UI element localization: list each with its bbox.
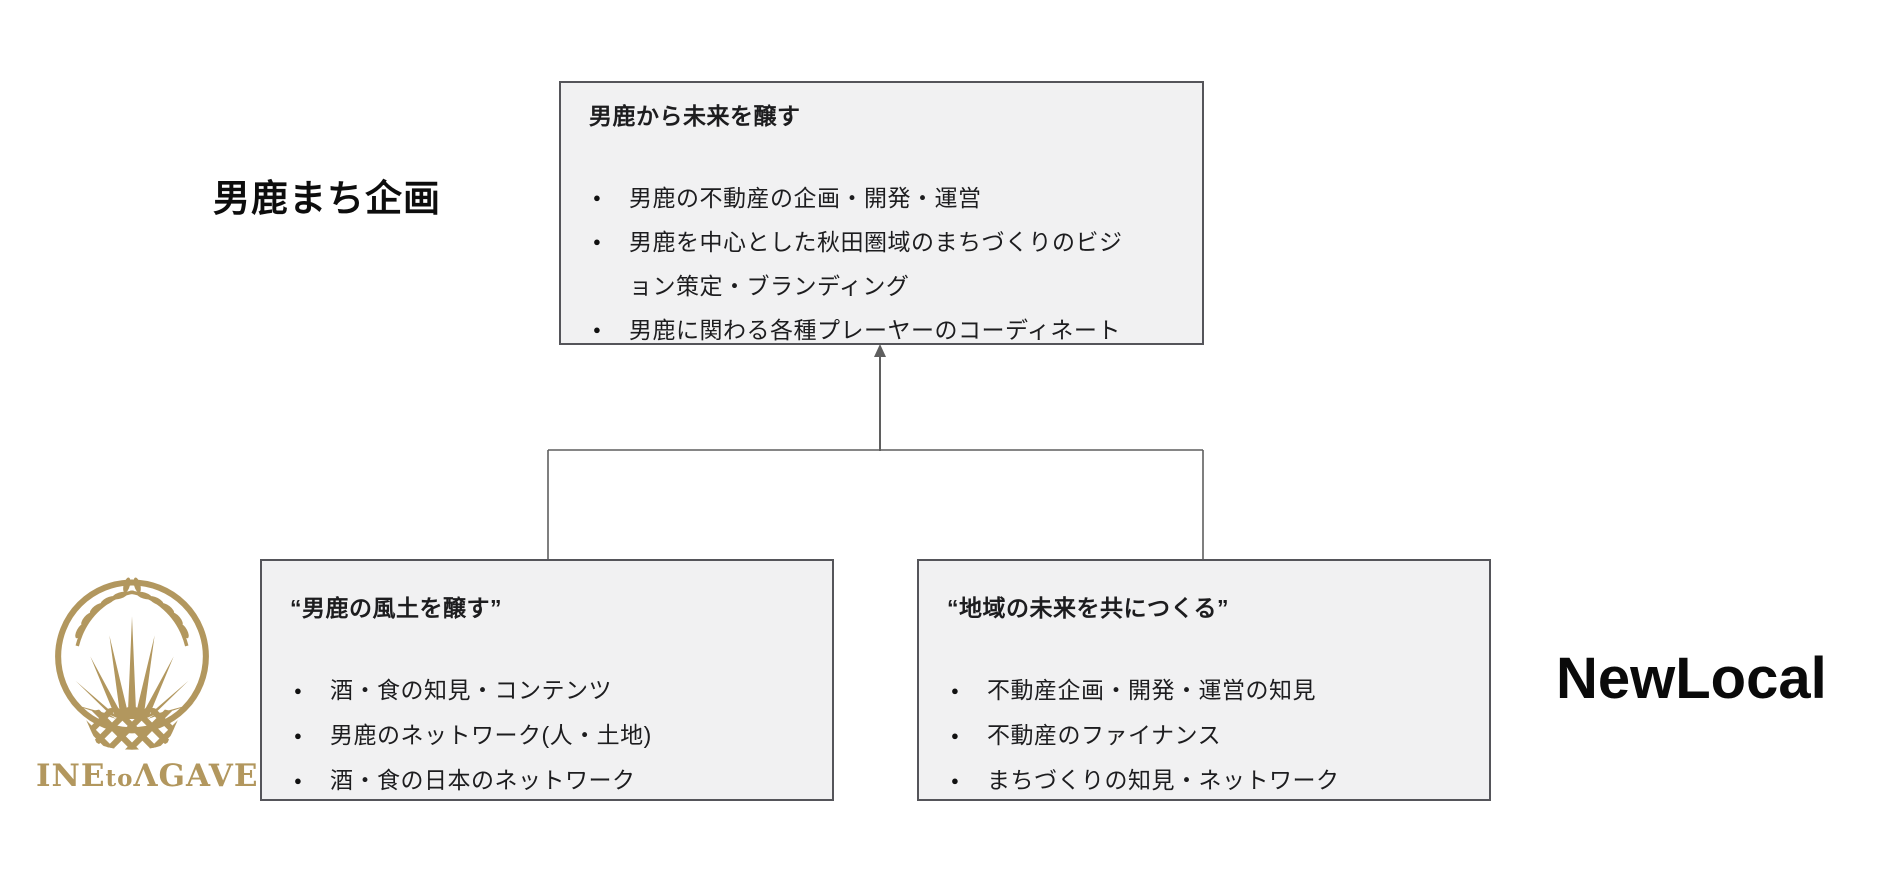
company-label-newlocal: NewLocal [1556,646,1827,711]
bullet-item: 不動産企画・開発・運営の知見 [951,668,1469,713]
bullet-item: 男鹿の不動産の企画・開発・運営 [593,176,1134,220]
ine-to-agave-emblem-icon [55,577,209,750]
bullet-item: 酒・食の知見・コンテンツ [294,668,812,713]
wordmark-to: to [105,765,134,792]
bullet-item: 酒・食の日本のネットワーク [294,758,812,803]
node-bottom-right-newlocal: “地域の未来を共につくる” 不動産企画・開発・運営の知見 不動産のファイナンス … [917,559,1491,803]
node-top-title: 男鹿から未来を醸す [589,103,801,129]
bullet-item: まちづくりの知見・ネットワーク [951,758,1469,803]
node-bottom-right-title: “地域の未来を共につくる” [947,595,1230,621]
node-top-bullet-list: 男鹿の不動産の企画・開発・運営 男鹿を中心とした秋田圏域のまちづくりのビジョン策… [589,176,1180,352]
node-top-vision: 男鹿から未来を醸す 男鹿の不動産の企画・開発・運営 男鹿を中心とした秋田圏域のま… [559,81,1204,352]
node-bottom-right-bullet-list: 不動産企画・開発・運営の知見 不動産のファイナンス まちづくりの知見・ネットワー… [947,668,1469,803]
node-bottom-left-ine-to-agave: “男鹿の風土を醸す” 酒・食の知見・コンテンツ 男鹿のネットワーク(人・土地) … [260,559,834,803]
node-bottom-left-title: “男鹿の風土を醸す” [290,595,502,621]
bullet-item: 男鹿を中心とした秋田圏域のまちづくりのビジョン策定・ブランディング [593,220,1134,308]
bullet-item: 不動産のファイナンス [951,713,1469,758]
ine-to-agave-logo: INEtoΛGAVE [36,566,257,796]
wordmark-agave: ΛGAVE [133,758,259,794]
bullet-item: 男鹿のネットワーク(人・土地) [294,713,812,758]
company-label-oga-machi-kikaku: 男鹿まち企画 [213,178,441,219]
bullet-item: 男鹿に関わる各種プレーヤーのコーディネート [593,308,1134,352]
node-bottom-left-bullet-list: 酒・食の知見・コンテンツ 男鹿のネットワーク(人・土地) 酒・食の日本のネットワ… [290,668,812,803]
ine-to-agave-wordmark: INEtoΛGAVE [36,758,257,796]
wordmark-ine: INE [36,758,106,794]
